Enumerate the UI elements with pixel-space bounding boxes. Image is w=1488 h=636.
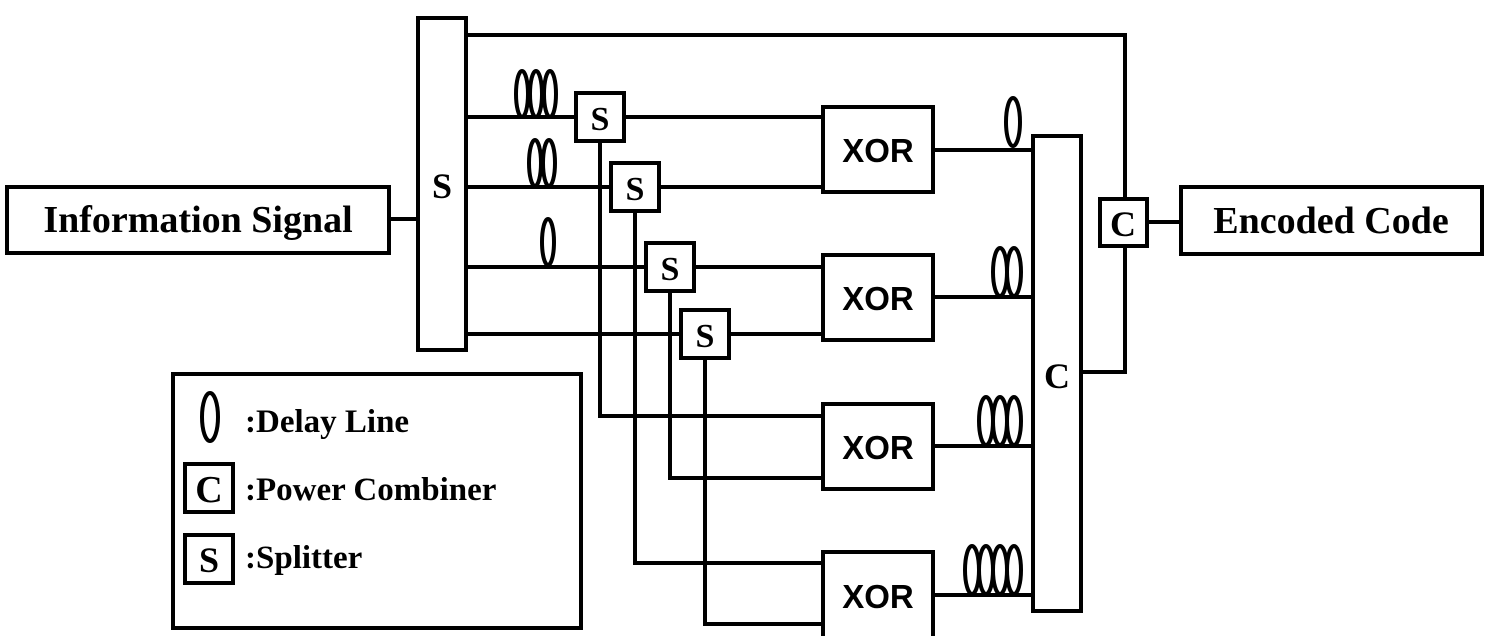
splitter-label: S (661, 251, 680, 288)
xor-gate-3: XOR (821, 402, 935, 491)
wire-tap-4 (703, 358, 823, 626)
wire-tap-1 (598, 141, 823, 418)
splitter-4: S (679, 308, 731, 360)
wire-tap-2 (633, 211, 823, 565)
information-signal-label: Information Signal (43, 199, 352, 241)
delay-line-icon (991, 246, 1023, 298)
main-combiner: C (1031, 134, 1083, 613)
encoded-code-block: Encoded Code (1179, 185, 1484, 256)
splitter-2: S (609, 161, 661, 213)
delay-line-icon (540, 217, 556, 267)
main-splitter-label: S (432, 166, 452, 206)
delay-line-icon (514, 69, 558, 119)
xor-label: XOR (842, 429, 914, 466)
legend-power-combiner-icon (183, 462, 235, 514)
final-combiner-label: C (1110, 204, 1136, 244)
legend-power-combiner-label: :Power Combiner (245, 472, 496, 508)
splitter-label: S (626, 171, 645, 208)
legend: :Delay Line C :Power Combiner S :Splitte… (171, 372, 583, 630)
main-combiner-label: C (1044, 356, 1070, 396)
wire-tap-3 (668, 291, 823, 480)
delay-line-icon (963, 544, 1023, 596)
xor-gate-1: XOR (821, 105, 935, 194)
xor-label: XOR (842, 132, 914, 169)
xor-label: XOR (842, 280, 914, 317)
legend-splitter-icon (183, 533, 235, 585)
delay-lines (514, 69, 1023, 596)
legend-splitter-label: :Splitter (245, 540, 362, 576)
delay-line-icon (977, 395, 1023, 447)
xor-gate-4: XOR (821, 550, 935, 636)
legend-power-combiner-symbol: C (195, 469, 222, 511)
xor-gate-2: XOR (821, 253, 935, 342)
final-combiner: C (1098, 197, 1149, 248)
wire-bypass (466, 33, 1127, 199)
wire-combiner-link (1081, 246, 1127, 374)
splitter-label: S (696, 318, 715, 355)
delay-line-icon (1004, 96, 1022, 148)
legend-splitter-symbol: S (199, 540, 219, 580)
legend-delay-line-label: :Delay Line (245, 404, 409, 440)
main-splitter: S (416, 16, 468, 352)
splitter-label: S (591, 101, 610, 138)
delay-line-icon (527, 138, 557, 188)
splitter-1: S (574, 91, 626, 143)
xor-label: XOR (842, 578, 914, 615)
information-signal-block: Information Signal (5, 185, 391, 255)
splitter-3: S (644, 241, 696, 293)
legend-delay-line-icon (200, 391, 220, 443)
encoded-code-label: Encoded Code (1213, 200, 1448, 242)
